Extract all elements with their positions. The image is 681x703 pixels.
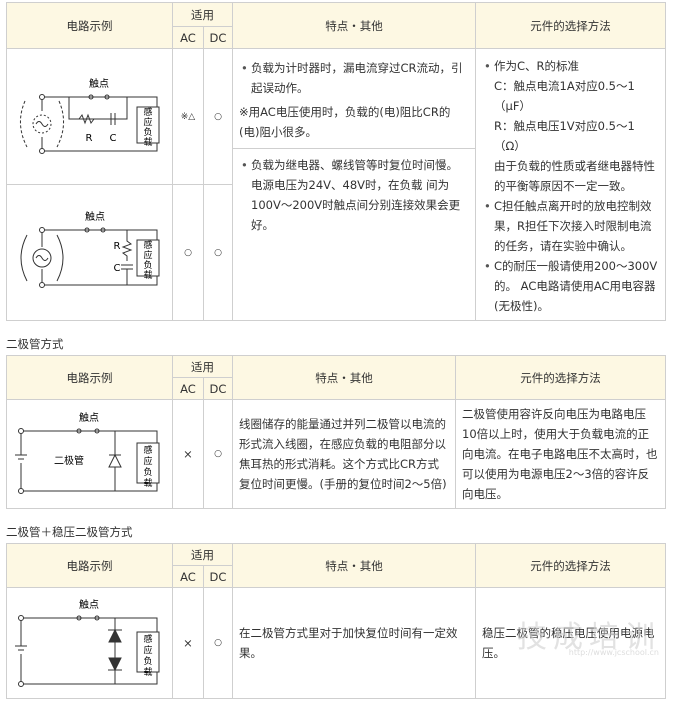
header-ac: AC [172,26,204,49]
cr-circuit-diagram-1: 触点 R C 感 应 负 载 [6,48,173,185]
diode-label: 二极管 [54,454,84,467]
cr-feature-2: 负载为继电器、螺线管等时复位时间慢。电源电压为24V、48V时，在负载 间为10… [241,155,469,235]
zener-header-ac: AC [172,565,204,588]
zener-selection-text: 稳压二极管的稳压电压使用电源电压。 [482,626,655,660]
cr-ac-1: ※△ [172,48,204,185]
zener-features: 在二极管方式里对于加快复位时间有一定效果。 [232,587,476,699]
zener-method-table: 电路示例 适用 特点・其他 元件的选择方法 AC DC [6,543,666,699]
diode-header-applicable: 适用 [172,355,233,378]
zener-section-title: 二极管＋稳压二极管方式 [6,525,133,539]
svg-text:载: 载 [143,477,152,489]
zener-ac: × [172,587,204,699]
svg-text:负: 负 [143,466,152,478]
zener-feature-text: 在二极管方式里对于加快复位时间有一定效果。 [239,626,458,660]
diode-header-selection: 元件的选择方法 [455,355,666,400]
diode-selection: 二极管使用容许反向电压为电路电压10倍以上时，使用大于负载电流的正向电流。在电子… [455,399,666,509]
zener-header-selection: 元件的选择方法 [475,543,666,588]
cr-sel-title: 作为C、R的标准 [494,59,580,73]
svg-text:负: 负 [143,126,152,138]
diode-selection-text: 二极管使用容许反向电压为电路电压10倍以上时，使用大于负载电流的正向电流。在电子… [462,407,658,501]
diode-header-features: 特点・其他 [232,355,456,400]
header-applicable: 适用 [172,2,233,27]
cr-feature-note: ※用AC电压使用时，负载的(电)阻比CR的(电)阻小很多。 [239,105,451,139]
svg-text:感: 感 [143,444,152,456]
cr-circuit-diagram-2: 触点 R C 感 应 负 载 [6,184,173,321]
cr-sel-r: R：触点电压1V对应0.5～1（Ω） [494,119,635,153]
r-label: R [86,133,93,144]
watermark-logo: 技成培训 [517,620,661,655]
diode-contact-label: 触点 [79,411,99,424]
svg-text:感: 感 [143,239,152,251]
diode-header-circuit: 电路示例 [6,355,173,400]
svg-text:应: 应 [143,249,152,261]
contact-label-2: 触点 [85,210,105,223]
svg-text:载: 载 [143,666,152,678]
cr-dc-2: ○ [203,184,233,321]
svg-text:载: 载 [143,136,152,148]
cr-sel-c: C：触点电流1A对应0.5～1（μF） [494,79,635,113]
svg-text:感: 感 [143,633,152,645]
cr-features: 负载为计时器时，漏电流穿过CR流动，引起误动作。 ※用AC电压使用时，负载的(电… [232,48,476,321]
cr-selection: 作为C、R的标准 C：触点电流1A对应0.5～1（μF） R：触点电压1V对应0… [475,48,666,321]
diode-header-dc: DC [203,377,233,400]
diode-method-table: 电路示例 适用 特点・其他 元件的选择方法 AC DC 触点 [6,355,666,509]
zener-dc: ○ [203,587,233,699]
diode-circuit-diagram: 触点 二极管 感 应 负 载 [6,399,173,509]
zener-header-features: 特点・其他 [232,543,476,588]
cr-sel-2: C担任触点离开时的放电控制效果，R担任下次接入时限制电流的任务，请在实验中确认。 [484,196,659,256]
c-label: C [110,133,117,144]
cr-dc-1: ○ [203,48,233,185]
header-selection: 元件的选择方法 [475,2,666,49]
watermark-url: http://www.jcschool.cn [568,648,659,657]
cr-feature-1: 负载为计时器时，漏电流穿过CR流动，引起误动作。 [241,58,469,98]
svg-text:负: 负 [143,655,152,667]
load-label-top: 感 [143,106,152,118]
zener-header-applicable: 适用 [172,543,233,566]
zener-circuit-diagram: 触点 感 应 负 载 [6,587,173,699]
diode-feature-text: 线圈储存的能量通过并列二极管以电流的形式流入线圈，在感应负载的电阻部分以焦耳热的… [239,417,447,491]
svg-text:应: 应 [143,116,152,128]
r-label-2: R [114,241,121,252]
diode-header-ac: AC [172,377,204,400]
svg-text:应: 应 [143,455,152,467]
cr-ac-2: ○ [172,184,204,321]
c-label-2: C [114,263,121,274]
zener-contact-label: 触点 [79,598,99,611]
svg-text:负: 负 [143,259,152,271]
diode-section-title: 二极管方式 [6,337,64,351]
diode-ac: × [172,399,204,509]
zener-selection: 稳压二极管的稳压电压使用电源电压。 [475,587,666,699]
header-dc: DC [203,26,233,49]
contact-label: 触点 [89,77,109,90]
diode-features: 线圈储存的能量通过并列二极管以电流的形式流入线圈，在感应负载的电阻部分以焦耳热的… [232,399,456,509]
header-circuit: 电路示例 [6,2,173,49]
svg-text:载: 载 [143,269,152,281]
cr-sel-3: C的耐压一般请使用200～300V的。 AC电路请使用AC用电容器(无极性)。 [484,256,659,315]
zener-header-dc: DC [203,565,233,588]
svg-text:应: 应 [143,644,152,656]
cr-method-table: 电路示例 适用 特点・其他 元件的选择方法 AC DC [6,2,666,321]
header-features: 特点・其他 [232,2,476,49]
zener-header-circuit: 电路示例 [6,543,173,588]
diode-dc: ○ [203,399,233,509]
cr-sel-tail: 由于负载的性质或者继电器特性的平衡等原因不一定一致。 [494,159,655,193]
